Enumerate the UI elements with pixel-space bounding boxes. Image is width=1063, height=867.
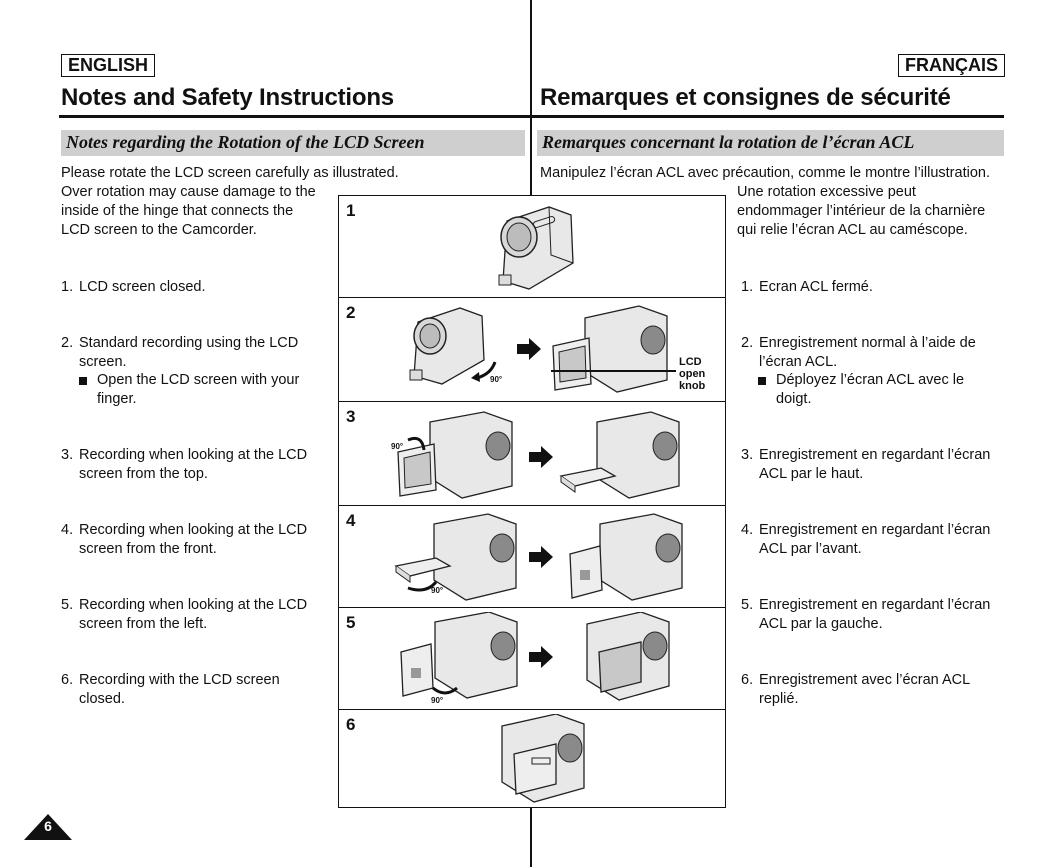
illustration-panel-3: 3 90°	[339, 402, 725, 506]
item-text: Enregistrement normal à l’aide de	[759, 335, 976, 351]
item-text: closed.	[79, 691, 125, 707]
intro-text-english: Over rotation may cause damage to the	[61, 184, 316, 200]
item-number: 2.	[61, 335, 74, 351]
illustration-panel-box: 1 2 90°	[338, 195, 726, 808]
camcorder-front-icon	[409, 307, 485, 385]
camcorder-lcd-front-icon	[569, 513, 683, 601]
item-text: ACL par le haut.	[759, 466, 864, 482]
rotation-label: 90°	[431, 696, 444, 705]
item-text: screen.	[79, 354, 127, 370]
intro-text-french: endommager l’intérieur de la charnière	[737, 203, 986, 219]
panel-number: 6	[346, 715, 356, 734]
intro-text-english: Please rotate the LCD screen carefully a…	[61, 165, 399, 181]
item-text: Enregistrement en regardant l’écran	[759, 522, 991, 538]
panel-number: 4	[346, 511, 356, 530]
item-text: l’écran ACL.	[759, 354, 838, 370]
item-number: 4.	[741, 522, 754, 538]
item-number: 6.	[741, 672, 754, 688]
item-text: replié.	[759, 691, 799, 707]
illustration-panel-6: 6	[339, 710, 725, 809]
bullet-text: doigt.	[776, 391, 812, 407]
item-number: 6.	[61, 672, 74, 688]
panel-number: 2	[346, 303, 356, 322]
right-arrow-icon	[517, 338, 541, 360]
rotation-label: 90°	[490, 375, 503, 384]
language-label-french: FRANÇAIS	[898, 54, 1005, 77]
right-arrow-icon	[529, 546, 553, 568]
rotation-arrow-icon	[471, 361, 497, 382]
item-number: 3.	[61, 447, 74, 463]
item-text: Recording with the LCD screen	[79, 672, 280, 688]
item-number: 5.	[741, 597, 754, 613]
intro-text-french: Une rotation excessive peut	[737, 184, 916, 200]
panel-number: 1	[346, 201, 356, 220]
panel-number: 5	[346, 613, 356, 632]
item-text: Recording when looking at the LCD	[79, 522, 308, 538]
item-text: screen from the left.	[79, 616, 208, 632]
bullet-square-icon	[758, 377, 766, 385]
intro-text-french: qui relie l’écran ACL au caméscope.	[737, 222, 968, 238]
item-text: Enregistrement en regardant l’écran	[759, 447, 991, 463]
item-text: screen from the top.	[79, 466, 208, 482]
illustration-panel-2: 2 90° LCD open knob	[339, 298, 725, 402]
item-text: LCD screen closed.	[79, 279, 206, 295]
camcorder-lcd-up-icon	[559, 411, 680, 499]
title-rule-english	[59, 115, 531, 118]
page-number-triangle	[24, 814, 72, 840]
section-header-french: Remarques concernant la rotation de l’éc…	[537, 130, 1004, 156]
item-number: 2.	[741, 335, 754, 351]
intro-text-english: inside of the hinge that connects the	[61, 203, 294, 219]
illustration-panel-1: 1	[339, 196, 725, 298]
intro-text-french: Manipulez l’écran ACL avec précaution, c…	[540, 165, 990, 181]
bullet-text: Open the LCD screen with your	[97, 372, 300, 388]
camcorder-lcd-up-icon	[394, 513, 517, 601]
item-number: 3.	[741, 447, 754, 463]
section-title-english: Notes regarding the Rotation of the LCD …	[66, 132, 425, 152]
item-number: 1.	[61, 279, 74, 295]
intro-text-english: LCD screen to the Camcorder.	[61, 222, 257, 238]
bullet-text: finger.	[97, 391, 137, 407]
camcorder-lcd-closed-rear-icon	[501, 714, 585, 803]
page-title-french: Remarques et consignes de sécurité	[540, 84, 951, 111]
item-text: Standard recording using the LCD	[79, 335, 299, 351]
item-number: 4.	[61, 522, 74, 538]
section-title-french: Remarques concernant la rotation de l’éc…	[542, 132, 915, 152]
item-text: ACL par la gauche.	[759, 616, 883, 632]
right-arrow-icon	[529, 646, 553, 668]
item-text: Enregistrement avec l’écran ACL	[759, 672, 971, 688]
section-header-english: Notes regarding the Rotation of the LCD …	[61, 130, 525, 156]
camcorder-lcd-open-icon	[397, 411, 513, 499]
illustration-panel-4: 4 90°	[339, 506, 725, 608]
rotation-label: 90°	[391, 442, 404, 451]
right-arrow-icon	[529, 446, 553, 468]
item-text: Recording when looking at the LCD	[79, 447, 308, 463]
item-text: screen from the front.	[79, 541, 217, 557]
callout-line	[551, 370, 676, 372]
item-number: 5.	[61, 597, 74, 613]
camcorder-lcd-front-icon	[400, 612, 518, 699]
lcd-open-knob-label: LCD open knob	[679, 356, 706, 392]
item-text: ACL par l’avant.	[759, 541, 862, 557]
language-label-english: ENGLISH	[61, 54, 156, 77]
item-text: Recording when looking at the LCD	[79, 597, 308, 613]
panel-number: 3	[346, 407, 356, 426]
page-title-english: Notes and Safety Instructions	[61, 84, 394, 111]
camcorder-lcd-open-icon	[552, 305, 668, 393]
bullet-square-icon	[79, 377, 87, 385]
rotation-label: 90°	[431, 586, 444, 595]
title-rule-french	[531, 115, 1004, 118]
item-number: 1.	[741, 279, 754, 295]
item-text: Ecran ACL fermé.	[759, 279, 873, 295]
illustration-panel-5: 5 90°	[339, 608, 725, 710]
bullet-text: Déployez l’écran ACL avec le	[776, 372, 965, 388]
page-number: 6	[44, 818, 52, 834]
camcorder-lcd-closed-screen-out-icon	[586, 612, 670, 701]
camcorder-lcd-closed-icon	[498, 206, 574, 290]
item-text: Enregistrement en regardant l’écran	[759, 597, 991, 613]
